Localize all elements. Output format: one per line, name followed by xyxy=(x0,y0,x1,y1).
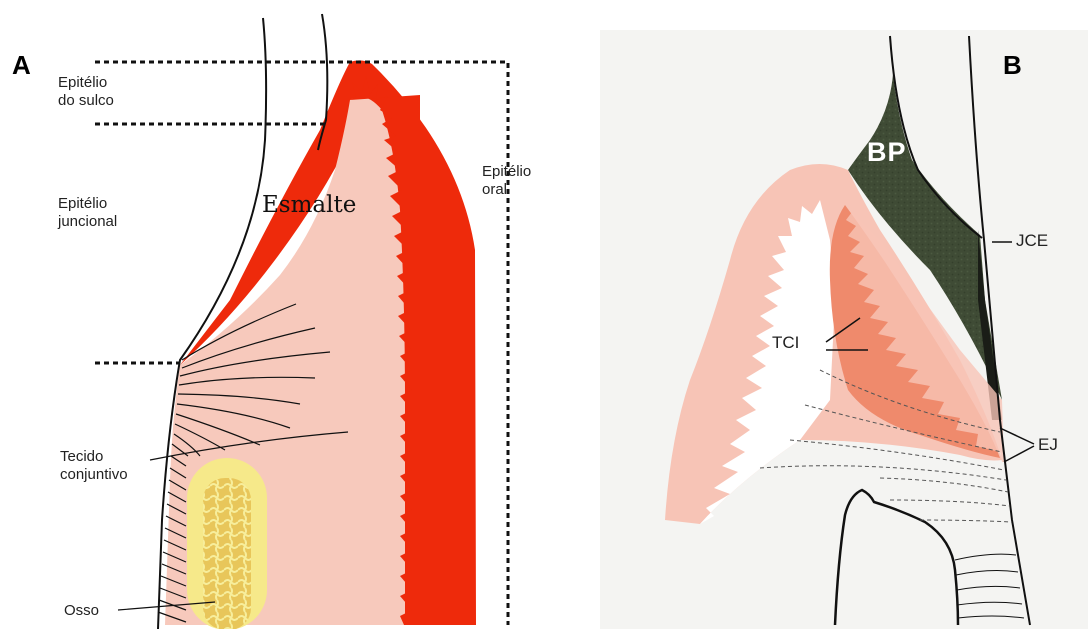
label-connective-line1: Tecido xyxy=(60,448,128,466)
label-enamel: Esmalte xyxy=(262,196,356,214)
label-connective-line2: conjuntivo xyxy=(60,466,128,484)
label-connective-tissue: Tecido conjuntivo xyxy=(60,448,128,484)
label-oral-line2: oral xyxy=(482,181,531,199)
panel-a-letter: A xyxy=(12,56,31,74)
label-ej: EJ xyxy=(1038,436,1058,454)
label-sulcular-line1: Epitélio xyxy=(58,74,114,92)
label-bone: Osso xyxy=(64,602,99,620)
label-junctional-line1: Epitélio xyxy=(58,195,117,213)
label-oral-line1: Epitélio xyxy=(482,163,531,181)
bone-marrow xyxy=(203,478,251,629)
label-junctional-line2: juncional xyxy=(58,213,117,231)
panel-a xyxy=(95,14,508,629)
label-bp: BP xyxy=(867,143,907,161)
panel-b xyxy=(600,30,1088,629)
label-sulcular-line2: do sulco xyxy=(58,92,114,110)
label-junctional-epithelium: Epitélio juncional xyxy=(58,195,117,231)
label-sulcular-epithelium: Epitélio do sulco xyxy=(58,74,114,110)
label-oral-epithelium: Epitélio oral xyxy=(482,163,531,199)
label-tci: TCI xyxy=(772,334,799,352)
label-jce: JCE xyxy=(1016,232,1048,250)
panel-b-letter: B xyxy=(1003,56,1022,74)
